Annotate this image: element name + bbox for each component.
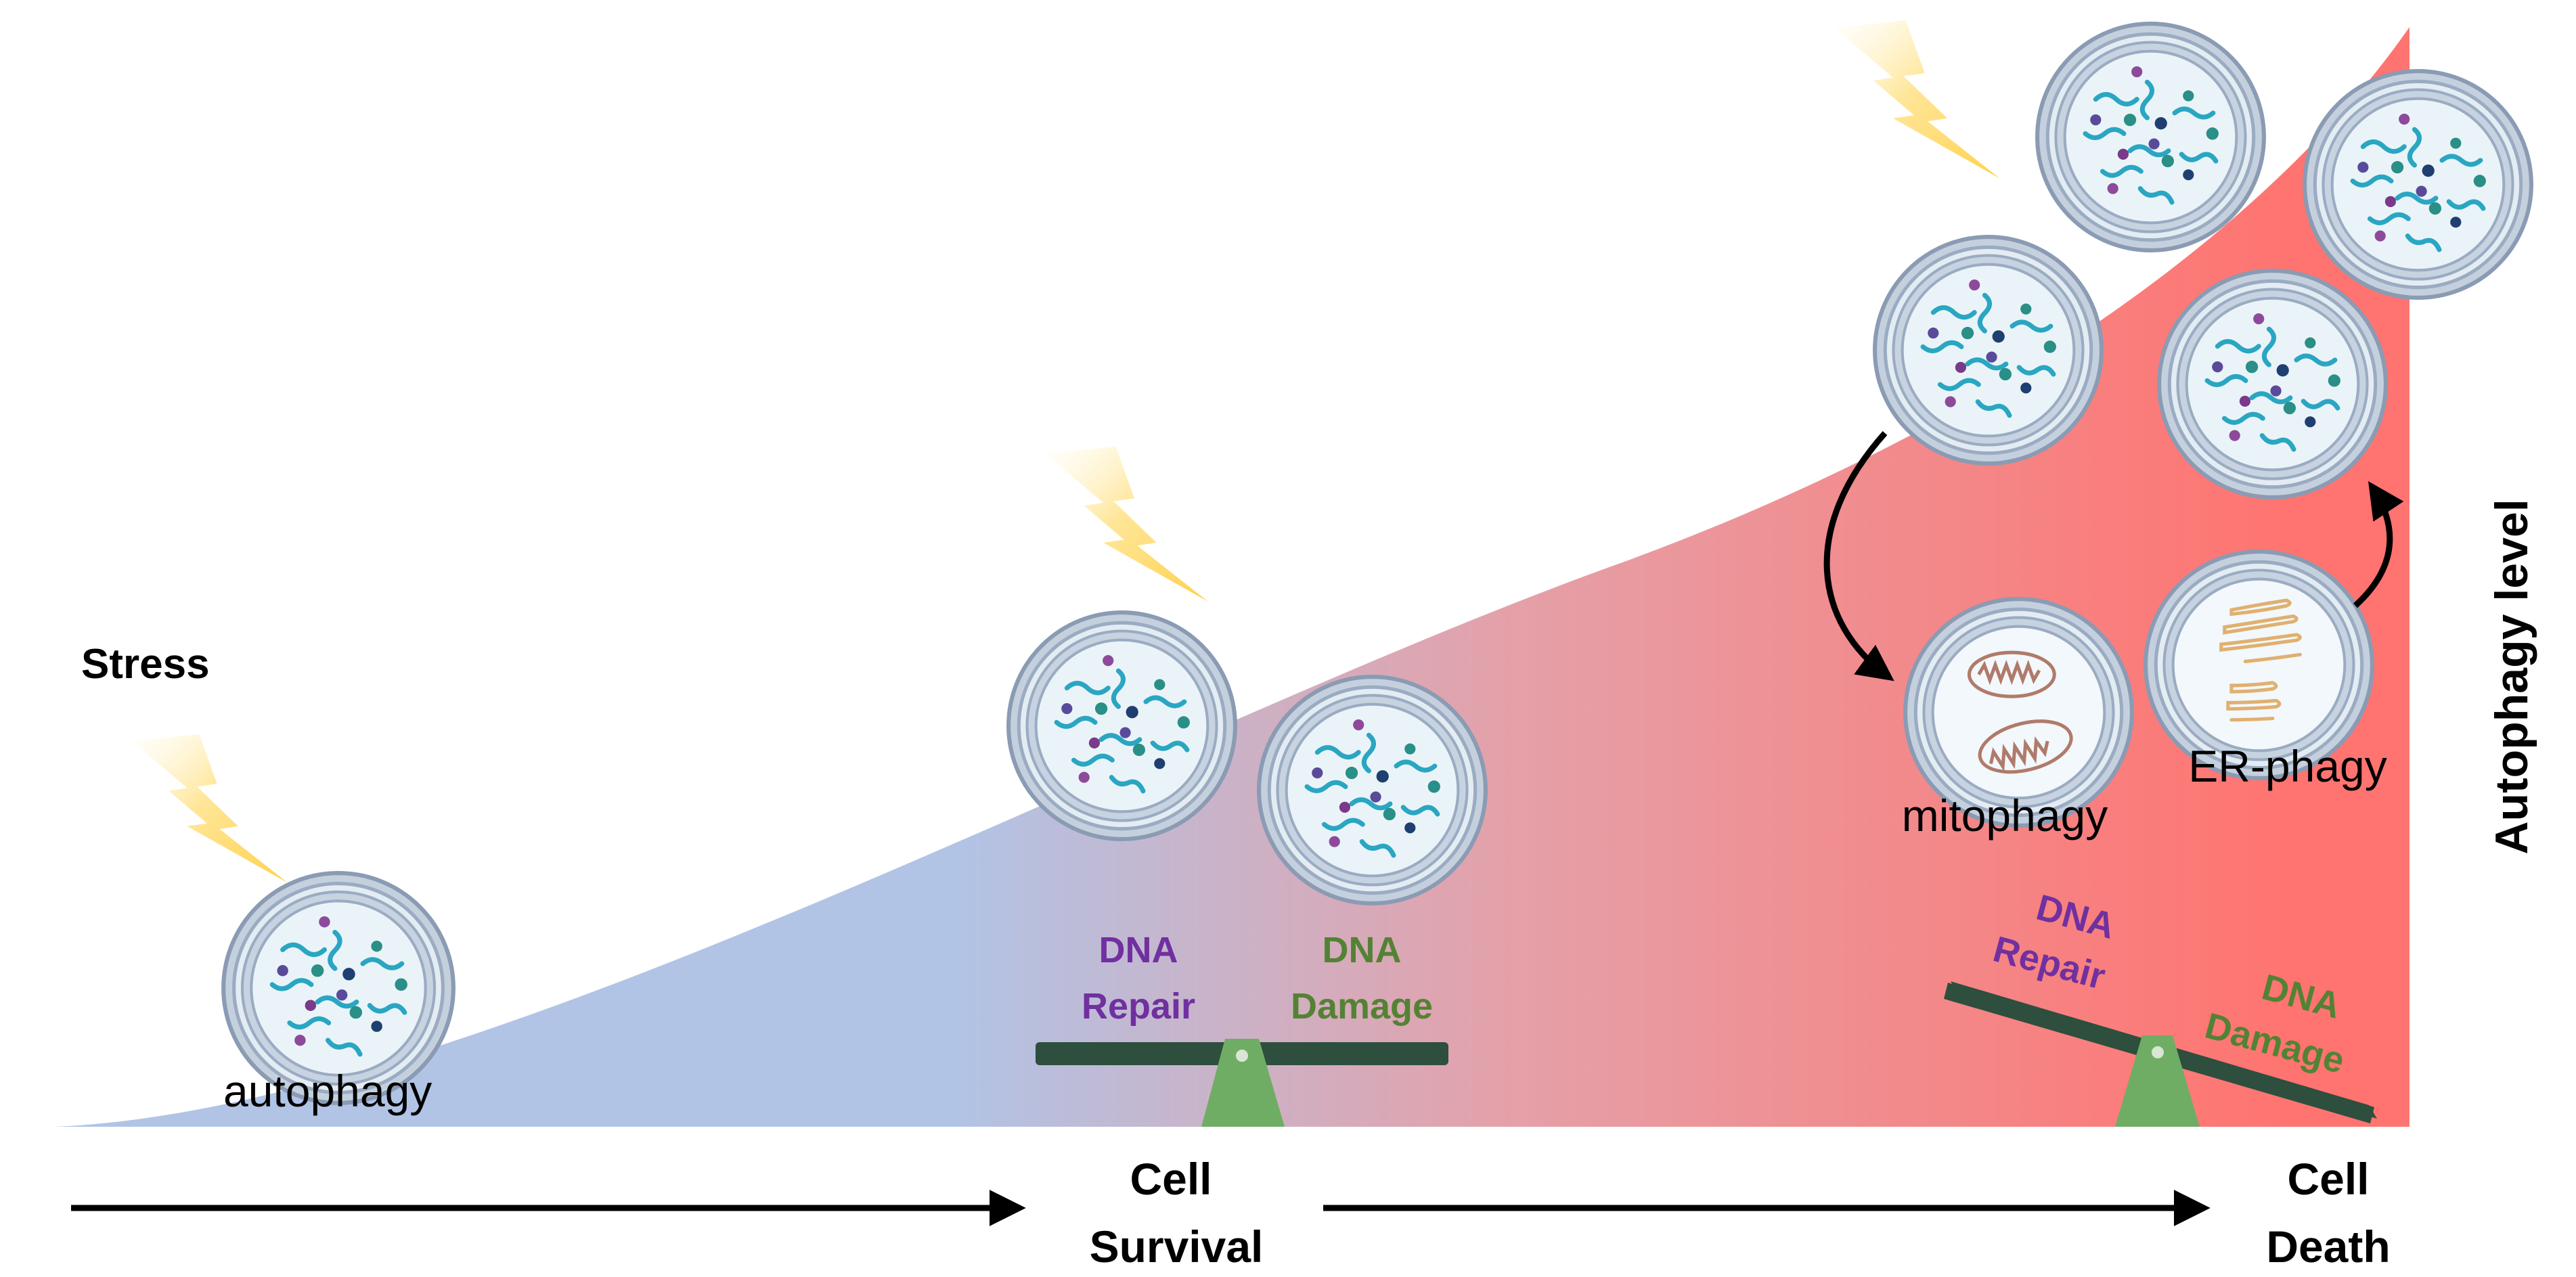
balance-scale-icon: DNA Repair DNA Damage [1036, 930, 1448, 1127]
dna-repair-label-1: DNA [1099, 930, 1178, 970]
dna-damage-label-1: DNA [1323, 930, 1402, 970]
arrow-icon [1823, 431, 1894, 681]
cell-icon [1875, 237, 2102, 464]
cell-death-label-1: Cell [2287, 1154, 2369, 1204]
cell-death-label-2: Death [2266, 1222, 2390, 1272]
cell-icon [1259, 677, 1486, 903]
cell-survival-label-1: Cell [1130, 1154, 1212, 1204]
cell-icon [2305, 71, 2531, 298]
autophagy-level-area [54, 27, 2410, 1127]
cell-icon [2159, 271, 2386, 497]
dna-damage-label-2: Damage [1291, 986, 1433, 1027]
arrow-icon [2353, 481, 2404, 608]
er-phagy-label: ER-phagy [2188, 741, 2387, 791]
cell-icon [1008, 612, 1235, 839]
dna-repair-label-2: Repair [1082, 986, 1195, 1027]
mitophagy-label: mitophagy [1902, 790, 2108, 841]
autophagy-label: autophagy [223, 1066, 432, 1116]
stress-label: Stress [81, 641, 210, 688]
cell-survival-label-2: Survival [1090, 1222, 1264, 1272]
axis-title: Autophagy level [2486, 499, 2537, 854]
cell-icon [2037, 24, 2264, 250]
